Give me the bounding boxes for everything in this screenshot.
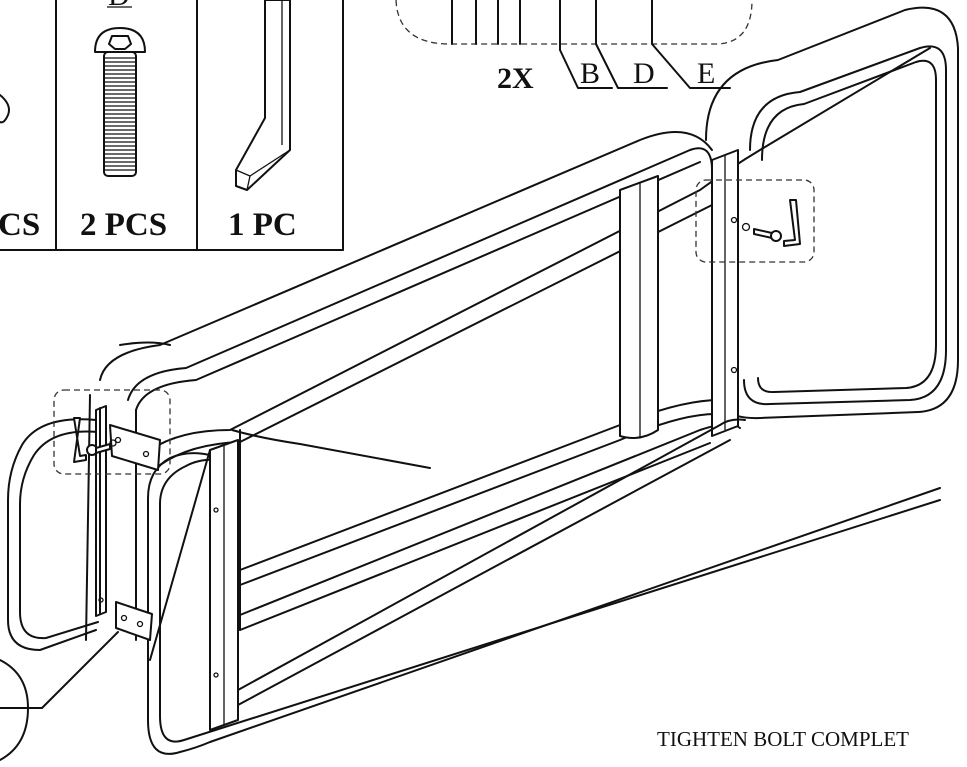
instruction-note: TIGHTEN BOLT COMPLET — [657, 727, 909, 751]
bench-frame — [7, 6, 959, 755]
hardware-part-letter: D — [108, 0, 130, 12]
detail-leader — [0, 631, 119, 761]
right-detail — [695, 179, 815, 263]
callout-label-e: E — [697, 57, 715, 90]
callout-label-d: D — [633, 57, 655, 90]
hardware-qty-cell-2: 2 PCS — [80, 207, 167, 243]
hardware-qty-cell-1: CS — [0, 207, 40, 243]
callout-multiplier: 2X — [497, 62, 534, 95]
allen-key-detail-icon — [783, 199, 801, 247]
washer-icon — [0, 94, 10, 124]
allen-key-detail-icon-left — [73, 417, 87, 463]
bolt-icon — [94, 27, 146, 177]
left-detail — [53, 389, 171, 475]
hardware-qty-cell-3: 1 PC — [228, 207, 297, 243]
callout-label-b: B — [580, 57, 600, 90]
hardware-panel: CS D 2 PCS 1 PC — [0, 0, 344, 251]
allen-key-icon — [235, 0, 291, 191]
parts-callout: 2X B D E — [395, 0, 753, 95]
